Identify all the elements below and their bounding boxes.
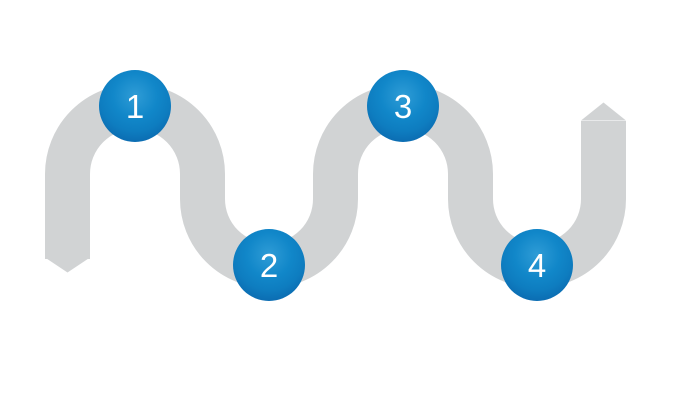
step-circle-1: 1 xyxy=(99,70,171,142)
ribbon-start-tip xyxy=(45,257,90,273)
step-label-4: 4 xyxy=(527,246,547,284)
step-label-3: 3 xyxy=(393,87,413,125)
step-label-2: 2 xyxy=(259,246,279,284)
step-circle-4: 4 xyxy=(501,229,573,301)
step-label-1: 1 xyxy=(125,87,145,125)
step-circle-3: 3 xyxy=(367,70,439,142)
step-circle-2: 2 xyxy=(233,229,305,301)
ribbon-end-tip xyxy=(581,102,626,121)
